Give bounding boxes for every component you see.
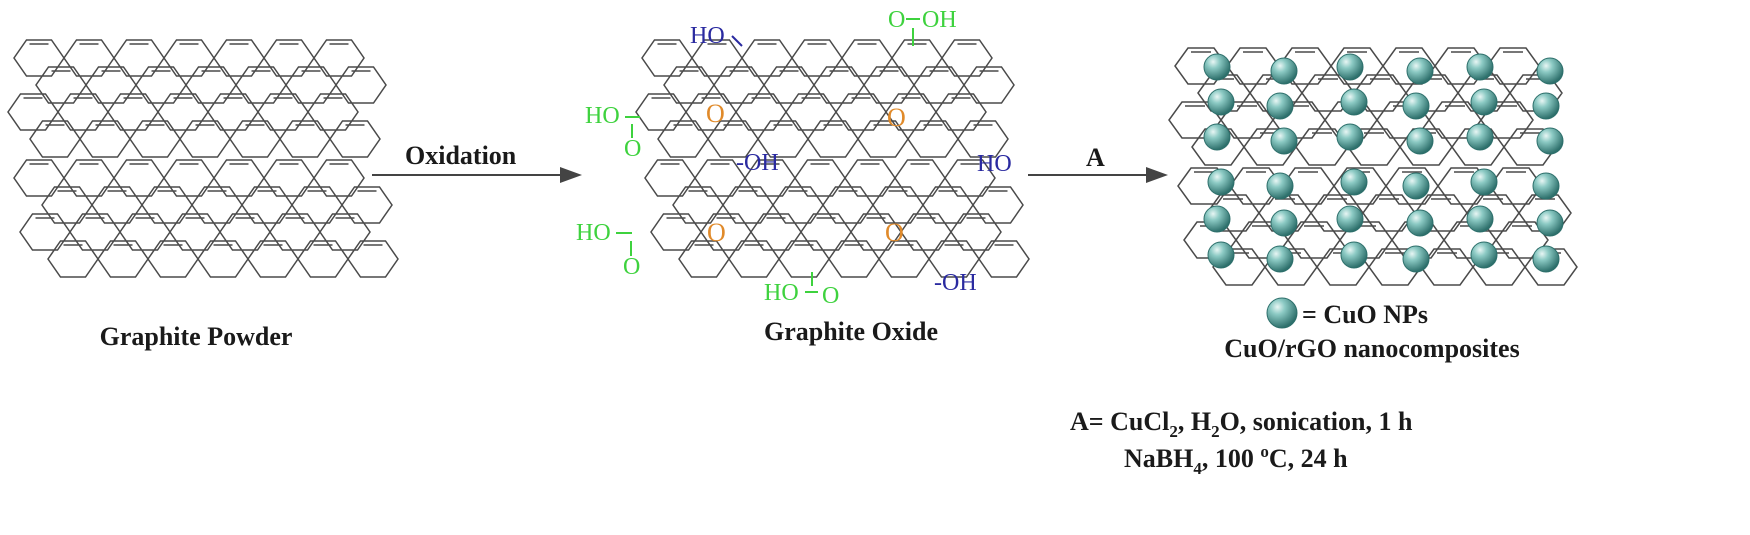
cuo-nanoparticle [1270,57,1298,85]
carboxyl-group-bottom-o: O [822,283,839,309]
carboxyl-group-left-upper-o: O [624,136,641,162]
sphere-icon [1266,297,1298,329]
hydroxyl-group-bottom-right: -OH [934,270,977,296]
carboxyl-group-left-lower-o: O [623,254,640,280]
cuo-nanoparticles [1203,53,1564,273]
cuo-nanoparticle [1532,245,1560,273]
cuo-nanoparticle [1470,88,1498,116]
cuo-nanoparticle [1470,168,1498,196]
carboxyl-group-top-o: O [888,7,905,33]
cuo-nanoparticle [1466,53,1494,81]
cuo-nanoparticle [1340,241,1368,269]
cuo-nanoparticle [1207,88,1235,116]
cuo-nanoparticle [1266,172,1294,200]
cuo-nanoparticle [1270,209,1298,237]
graphite-powder-label: Graphite Powder [100,322,293,351]
epoxide-group-4: O [885,218,904,247]
cuo-nanoparticle [1203,123,1231,151]
cuo-nanoparticle [1470,241,1498,269]
hydroxyl-group-middle: -OH [736,150,779,176]
cuo-nanoparticle [1207,241,1235,269]
rgo-layer-bottom [1177,167,1578,286]
step-a-label: A [1086,143,1105,172]
epoxide-group-3: O [707,218,726,247]
hexagon-ring-grid [7,39,387,158]
cuo-nanoparticle [1203,53,1231,81]
carboxyl-group-left-upper-ho: HO [585,103,620,129]
cuo-nanoparticle [1340,88,1368,116]
hexagon-ring-grid [13,159,399,278]
cuo-nanoparticle [1336,123,1364,151]
graphite-layer-top [7,39,387,158]
hexagon-ring-grid [1177,167,1578,286]
cuo-nanoparticle [1536,127,1564,155]
cuo-nanoparticle [1466,205,1494,233]
epoxide-group-2: O [887,103,906,132]
epoxide-group-1: O [706,99,725,128]
cuo-legend-label: = CuO NPs [1302,300,1428,329]
functional-groups: HO O OH HO O O O O O -OH HO HO O HO O -O… [576,7,1012,309]
nanocomposite-label: CuO/rGO nanocomposites [1224,334,1519,363]
cuo-nanoparticle [1207,168,1235,196]
cuo-nanoparticle [1532,92,1560,120]
hydroxyl-group-right: HO [977,151,1012,177]
cuo-nanoparticle [1402,92,1430,120]
cuo-nanoparticle [1536,209,1564,237]
cuo-nanoparticle [1406,209,1434,237]
cuo-nanoparticle [1532,172,1560,200]
cuo-nanoparticle [1406,57,1434,85]
cuo-nanoparticle [1466,123,1494,151]
cuo-nanoparticle [1402,172,1430,200]
cuo-nanoparticle [1406,127,1434,155]
cuo-nanoparticle [1336,53,1364,81]
cuo-nanoparticle [1536,57,1564,85]
cuo-nanoparticle [1402,245,1430,273]
reduction-arrow [1028,167,1168,183]
oxidation-arrow [372,167,582,183]
cuo-nanoparticle [1266,92,1294,120]
hexagon-ring-grid [635,39,1015,158]
graphite-oxide-label: Graphite Oxide [764,317,938,346]
carboxyl-group-bottom-ho: HO [764,280,799,306]
carboxyl-group-top-oh: OH [922,7,957,33]
hydroxyl-group-top: HO [690,23,725,49]
graphite-oxide-layer-bottom [644,159,1030,278]
cuo-nanoparticle [1340,168,1368,196]
conditions-line-1: A= CuCl2, H2O, sonication, 1 h [1070,407,1413,441]
graphite-layer-bottom [13,159,399,278]
graphite-oxide-layer-top [635,39,1015,158]
cuo-nanoparticle [1266,245,1294,273]
cuo-nanoparticle [1336,205,1364,233]
hexagon-ring-grid [644,159,1030,278]
carboxyl-group-left-lower-ho: HO [576,220,611,246]
conditions-line-2: NaBH4, 100 oC, 24 h [1124,442,1348,478]
oxidation-label: Oxidation [405,141,517,170]
cuo-nanoparticle [1270,127,1298,155]
cuo-nanoparticle [1203,205,1231,233]
